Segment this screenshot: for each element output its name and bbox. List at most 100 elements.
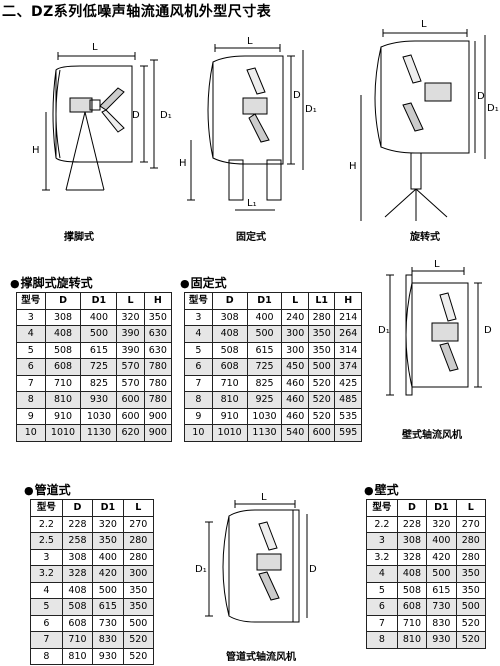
dim-label-d1: D₁: [195, 564, 207, 575]
column-header: L: [122, 499, 155, 517]
table-cell: 9: [184, 407, 213, 425]
table-cell: 485: [334, 391, 362, 409]
table-cell: 328: [61, 565, 94, 583]
table-cell: 280: [122, 532, 155, 550]
table-cell: 615: [80, 341, 118, 359]
table-cell: 400: [92, 548, 124, 566]
table-cell: 710: [61, 631, 94, 649]
table-cell: 520: [307, 374, 336, 392]
table-cell: 630: [143, 341, 173, 359]
table-cell: 520: [122, 631, 155, 649]
table-cell: 3: [184, 308, 213, 326]
table-cell: 408: [211, 325, 248, 343]
dim-label-d1: D₁: [487, 103, 499, 114]
table-cell: 6: [184, 358, 213, 376]
table-cell: 925: [246, 391, 283, 409]
table-cell: 1010: [211, 424, 248, 442]
table-cell: 300: [281, 325, 309, 343]
table-cell: 425: [334, 374, 362, 392]
table-cell: 4: [184, 325, 213, 343]
dim-label-d1: D₁: [305, 104, 317, 115]
rotary-caption: 旋转式: [410, 232, 440, 243]
table-cell: 390: [116, 341, 145, 359]
dim-label-l: L: [434, 259, 440, 270]
table-cell: 508: [211, 341, 248, 359]
table-cell: 320: [426, 515, 457, 533]
table-cell: 300: [122, 565, 155, 583]
table-cell: 725: [80, 358, 118, 376]
table-cell: 7: [184, 374, 213, 392]
table-cell: 258: [61, 532, 94, 550]
table-cell: 374: [334, 358, 362, 376]
table-cell: 570: [116, 358, 145, 376]
table-cell: 5: [30, 598, 63, 616]
table-cell: 308: [211, 308, 248, 326]
table-cell: 600: [116, 407, 145, 425]
table-cell: 350: [307, 341, 336, 359]
dim-label-d: D: [132, 110, 140, 121]
table-cell: 910: [211, 407, 248, 425]
table-cell: 7: [30, 631, 63, 649]
table-cell: 810: [61, 647, 94, 665]
table-cell: 280: [455, 548, 487, 566]
table-cell: 730: [426, 598, 457, 616]
section-heading-duct: ●管道式: [24, 483, 71, 497]
table-cell: 830: [426, 614, 457, 632]
table-cell: 1030: [246, 407, 283, 425]
table-cell: 4: [30, 581, 63, 599]
dim-label-d1: D₁: [160, 110, 172, 121]
dim-label-d: D: [309, 564, 317, 575]
table-cell: 3.2: [366, 548, 398, 566]
table-cell: 10: [16, 424, 46, 442]
column-header: D: [44, 292, 82, 310]
table-cell: 600: [307, 424, 336, 442]
table-cell: 350: [455, 581, 487, 599]
table-cell: 500: [122, 614, 155, 632]
table-cell: 4: [16, 325, 46, 343]
table-cell: 930: [92, 647, 124, 665]
table-cell: 400: [80, 308, 118, 326]
table-cell: 500: [246, 325, 283, 343]
table-cell: 408: [44, 325, 82, 343]
bullet-icon: ●: [24, 484, 34, 497]
column-header: D: [61, 499, 94, 517]
table-cell: 1010: [44, 424, 82, 442]
table-cell: 730: [92, 614, 124, 632]
table-cell: 6: [16, 358, 46, 376]
table-cell: 228: [61, 515, 94, 533]
dim-label-h: H: [349, 161, 357, 172]
table-cell: 5: [16, 341, 46, 359]
table-cell: 328: [396, 548, 428, 566]
dim-label-d: D: [484, 325, 492, 336]
table-cell: 308: [61, 548, 94, 566]
table-cell: 400: [246, 308, 283, 326]
dim-label-d: D: [477, 91, 485, 102]
table-cell: 240: [281, 308, 309, 326]
column-header: L: [455, 499, 487, 517]
tripod-fan-drawing: L D D₁ H: [32, 40, 180, 215]
table-cell: 350: [122, 581, 155, 599]
table-cell: 595: [334, 424, 362, 442]
table-cell: 400: [426, 532, 457, 550]
table-cell: 350: [92, 532, 124, 550]
fixed-caption: 固定式: [236, 232, 266, 243]
column-header: 型号: [16, 292, 46, 310]
table-cell: 280: [307, 308, 336, 326]
table-cell: 308: [44, 308, 82, 326]
